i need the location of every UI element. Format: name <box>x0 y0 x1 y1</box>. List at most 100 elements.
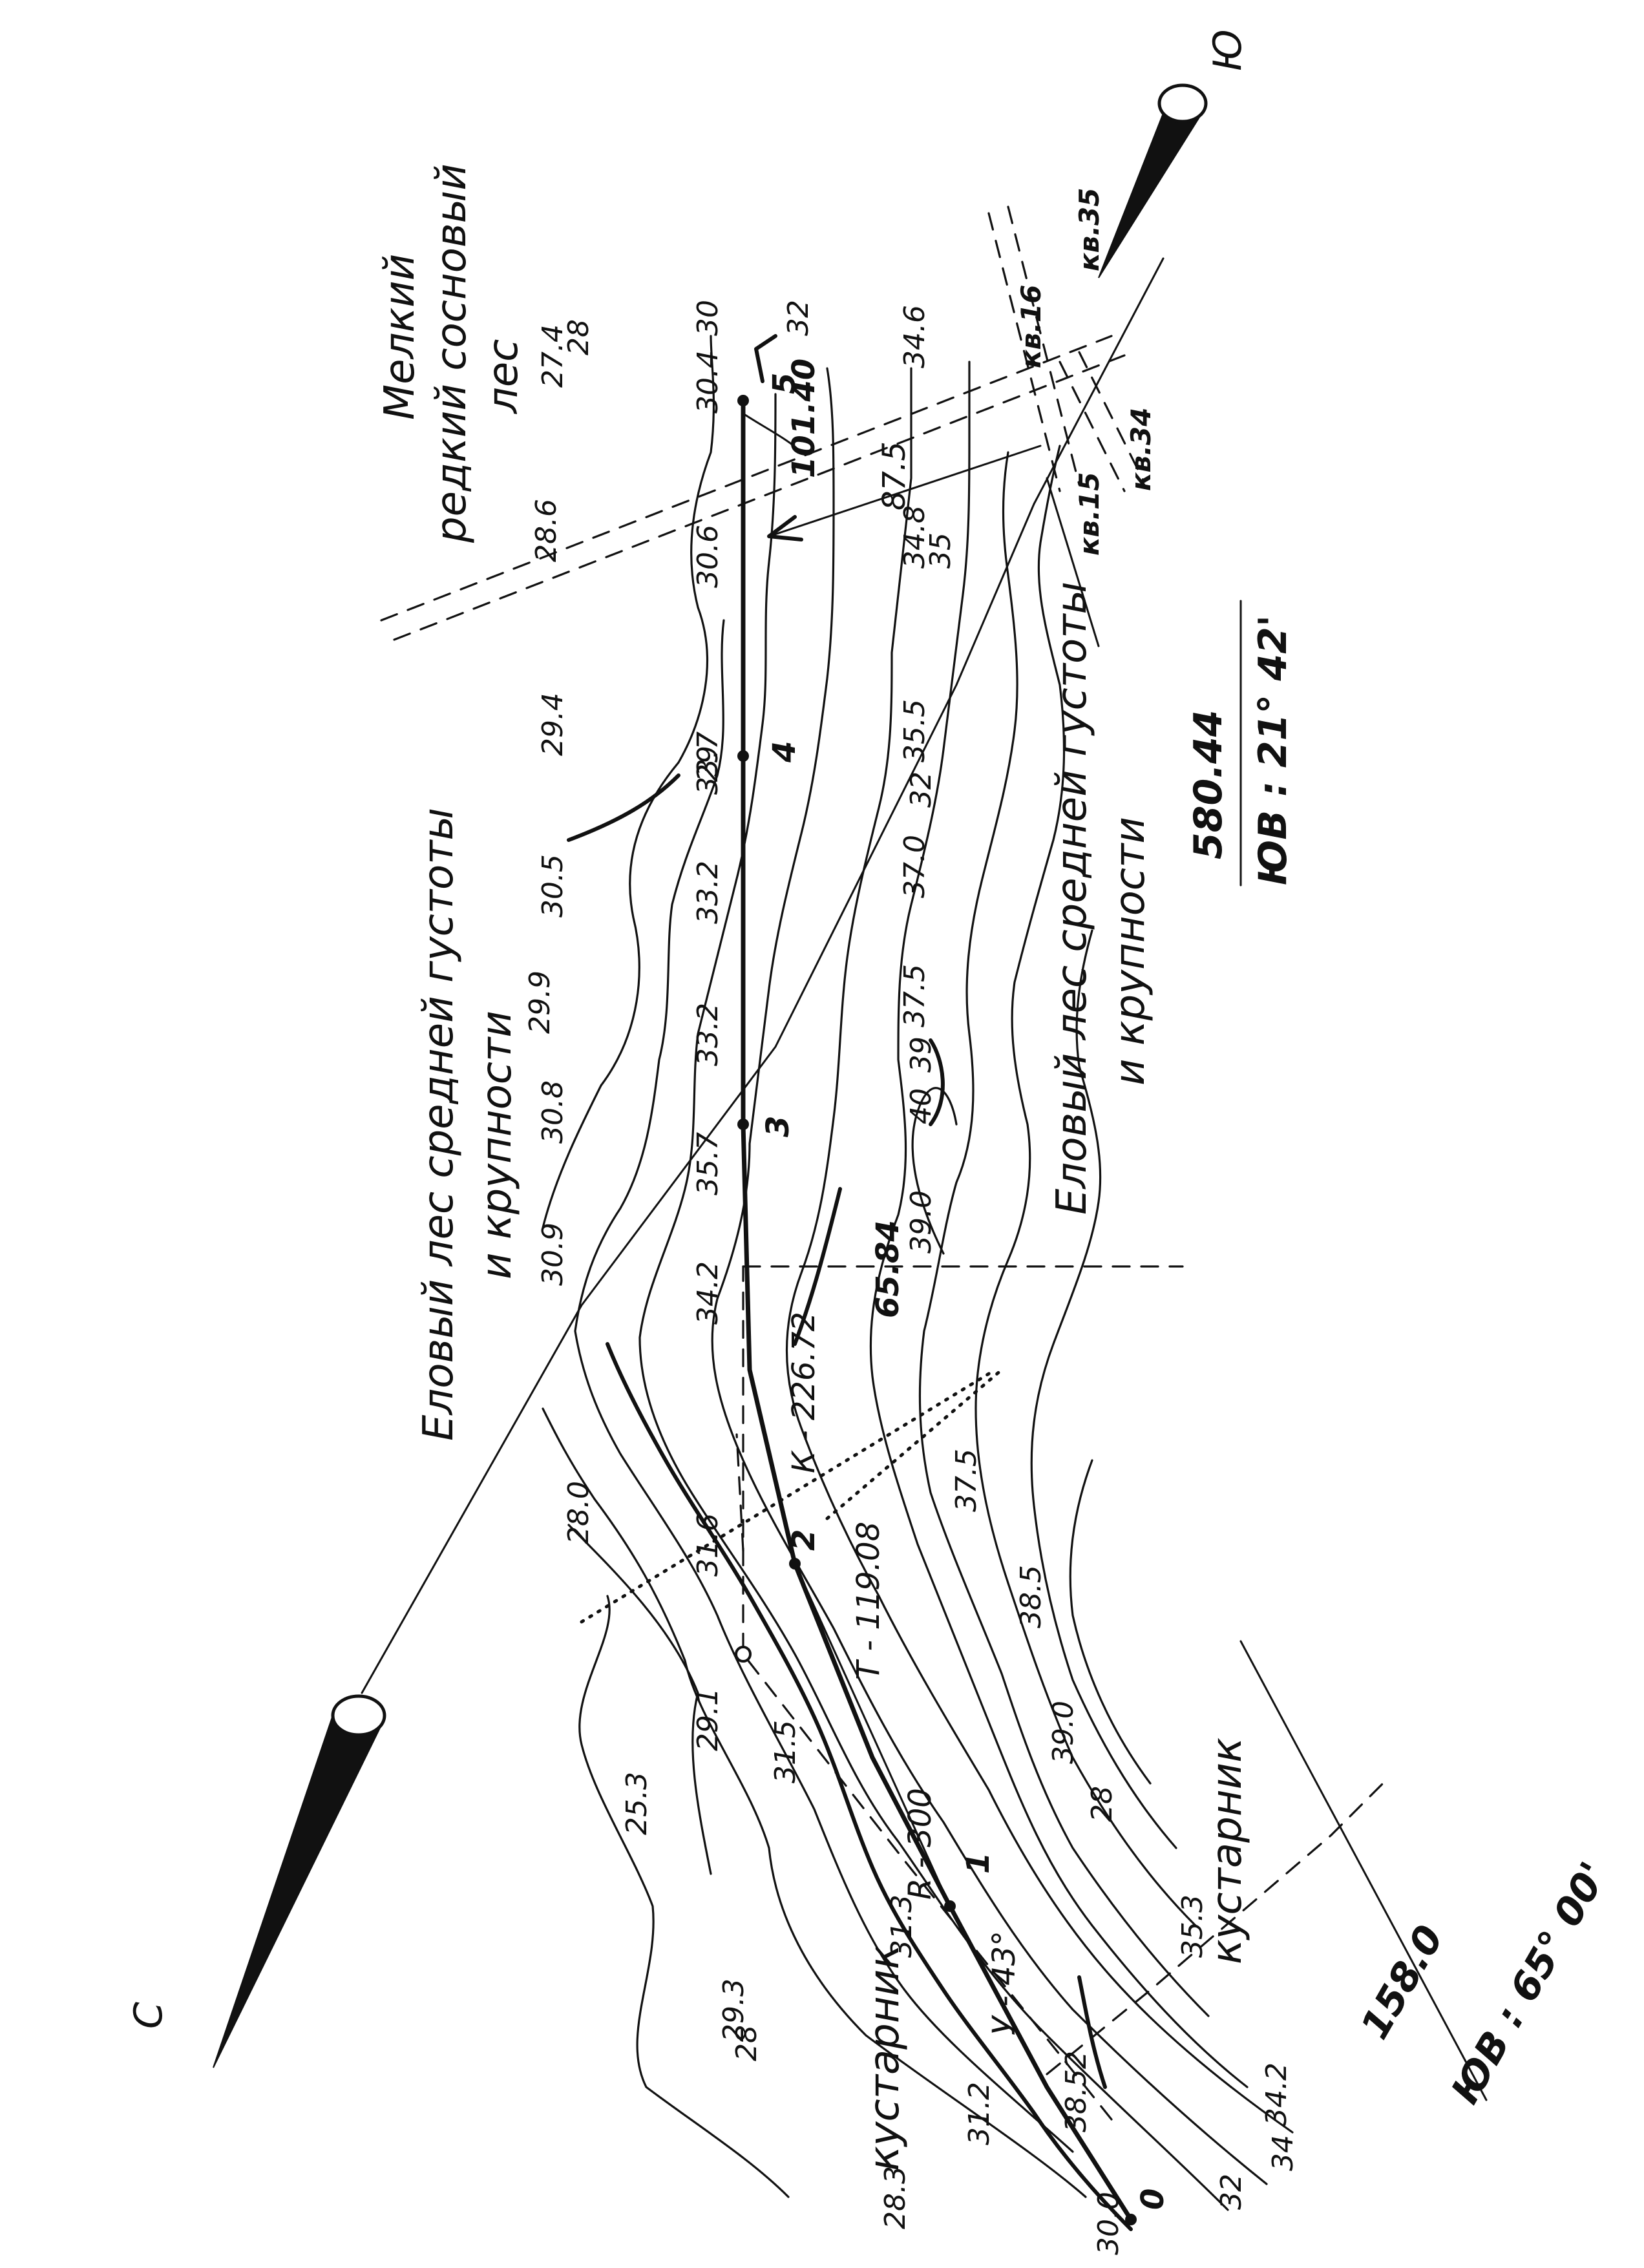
contour-label-35: 35 <box>924 532 957 569</box>
south-arrow-shape <box>1098 96 1203 278</box>
south-arrow-head <box>1157 83 1208 123</box>
distance-65-84: 65.84 <box>870 1220 906 1318</box>
elev-38-5: 38.5 <box>1015 1565 1048 1628</box>
region-forest-south-2: и крупности <box>1106 817 1154 1086</box>
region-forest-south-1: Еловый лес средней густоты <box>1048 582 1096 1215</box>
elev-28-6: 28.6 <box>530 499 563 562</box>
contour-38 <box>1030 929 1177 1849</box>
station-4: 4 <box>766 741 803 763</box>
contour-39 <box>1069 1459 1152 1785</box>
dashed-bearing-2 <box>1046 1782 1384 2075</box>
bearing-direction-2: ЮВ : 65° 00' <box>1442 1854 1617 2111</box>
south-label: Ю <box>1205 29 1250 71</box>
dotted-section-2 <box>825 1368 1004 1520</box>
elev-31-2: 31.2 <box>963 2082 996 2145</box>
elev-33-2b: 33.2 <box>691 1003 724 1066</box>
station5-arc <box>742 412 803 454</box>
north-arrow-head <box>331 1694 386 1737</box>
curve-length: К - 226.72 <box>786 1312 822 1473</box>
elev-31-5: 31.5 <box>769 1720 802 1783</box>
construction-lines <box>380 205 1384 2121</box>
bold-contour-2 <box>793 1187 842 1346</box>
elev-30-0: 30.0 <box>1092 2192 1125 2255</box>
curve-angle: У - 43° <box>986 1931 1022 2035</box>
labels: Еловый лес средней густоты и крупности Е… <box>376 163 1617 2255</box>
bearing-length-2: 158.0 <box>1352 1918 1453 2046</box>
elev-37-5a: 37.5 <box>950 1449 983 1512</box>
elev-33-2a: 33.2 <box>691 861 724 924</box>
elev-37-0: 37.0 <box>898 835 931 898</box>
elev-30-4: 30.4 <box>691 350 724 414</box>
contour-label-32c: 32 <box>905 772 938 808</box>
elev-35-7: 35.7 <box>691 1132 724 1195</box>
elev-25-3: 25.3 <box>620 1772 653 1835</box>
bold-contour-5 <box>929 1038 945 1126</box>
elev-30-5: 30.5 <box>536 854 569 918</box>
region-shrub-1: кустарник <box>861 1944 909 2171</box>
north-label: С <box>126 2002 171 2029</box>
boundary-kv34: кв.34 <box>1125 408 1157 492</box>
contour-34 <box>785 367 1294 2134</box>
dashed-boundary-north-1 <box>380 335 1113 622</box>
distance-arrow-87 <box>768 445 1042 538</box>
elev-40: 40 <box>905 1088 938 1124</box>
bearing-direction-1: ЮВ : 21° 42' <box>1250 615 1296 885</box>
contour-35 <box>869 361 1249 2088</box>
north-arrow: С <box>126 1694 386 2068</box>
region-pine-3: лес <box>480 339 527 415</box>
dashed-boundary-north-2 <box>393 354 1126 641</box>
distance-87-5: 87.5 <box>876 441 912 510</box>
station-2: 2 <box>786 1529 822 1551</box>
elev-30-6: 30.6 <box>691 525 724 588</box>
south-arrow: Ю <box>1098 29 1250 278</box>
contour-label-30: 30 <box>691 300 724 336</box>
distance-markers <box>742 412 1042 541</box>
contour-33 <box>711 367 1268 2185</box>
boundary-kv16: кв.16 <box>1015 285 1047 369</box>
station-1: 1 <box>960 1853 996 1874</box>
region-shrub-2: кустарник <box>1203 1738 1251 1964</box>
station-points <box>735 395 1137 2225</box>
elev-29-4: 29.4 <box>536 693 569 756</box>
contour-37 <box>975 445 1197 1927</box>
contour-30 <box>542 1407 1087 2198</box>
contour-label-32b: 32 <box>1215 2174 1248 2210</box>
contour-36 <box>918 451 1210 2017</box>
elev-29-1: 29.1 <box>691 1688 724 1751</box>
station-3: 3 <box>760 1116 796 1137</box>
elev-34-2a: 34.2 <box>691 1261 724 1325</box>
elev-31-3: 31.3 <box>885 1895 918 1958</box>
station-point-1 <box>944 1900 956 1912</box>
bearing-axis-lines <box>1046 477 1488 2101</box>
station-point-2 <box>789 1558 801 1570</box>
bearing-length-1: 580.44 <box>1186 709 1231 859</box>
dashed-boundary-east-2 <box>1078 351 1145 483</box>
elev-34-8: 34.8 <box>898 505 931 569</box>
elev-30-8: 30.8 <box>536 1080 569 1144</box>
station-point-0 <box>1125 2214 1137 2225</box>
region-pine-2: редкий сосновый <box>428 163 476 543</box>
contour-28-west <box>578 1595 790 2198</box>
dashed-tangent-1 <box>742 1265 1113 2121</box>
station-0: 0 <box>1135 2189 1171 2210</box>
distance-arrow-head <box>767 515 803 541</box>
dashed-boundary-south-1 <box>987 212 1061 492</box>
contour-label-32a: 32 <box>782 300 815 336</box>
bold-contour-6 <box>1077 1975 1107 2089</box>
long-bearing-line <box>361 257 1164 1694</box>
vertex-point <box>735 1646 752 1663</box>
bearing-line <box>361 257 1164 1694</box>
elev-35-5: 35.5 <box>898 699 931 762</box>
bold-contour-3 <box>567 773 680 842</box>
contour-label-39: 39 <box>905 1036 938 1073</box>
station-point-4 <box>737 750 749 762</box>
elev-39-0b: 39.0 <box>905 1190 938 1254</box>
boundary-kv15: кв.15 <box>1073 472 1105 556</box>
elev-27-4: 27.4 <box>536 324 569 388</box>
elev-34-6: 34.6 <box>898 305 931 368</box>
elev-30-9: 30.9 <box>536 1223 569 1286</box>
kv-divider <box>1046 477 1100 647</box>
region-forest-north-2: и крупности <box>473 1011 521 1279</box>
elev-28-0: 28.0 <box>562 1481 595 1544</box>
elev-35-3: 35.3 <box>1176 1895 1209 1958</box>
